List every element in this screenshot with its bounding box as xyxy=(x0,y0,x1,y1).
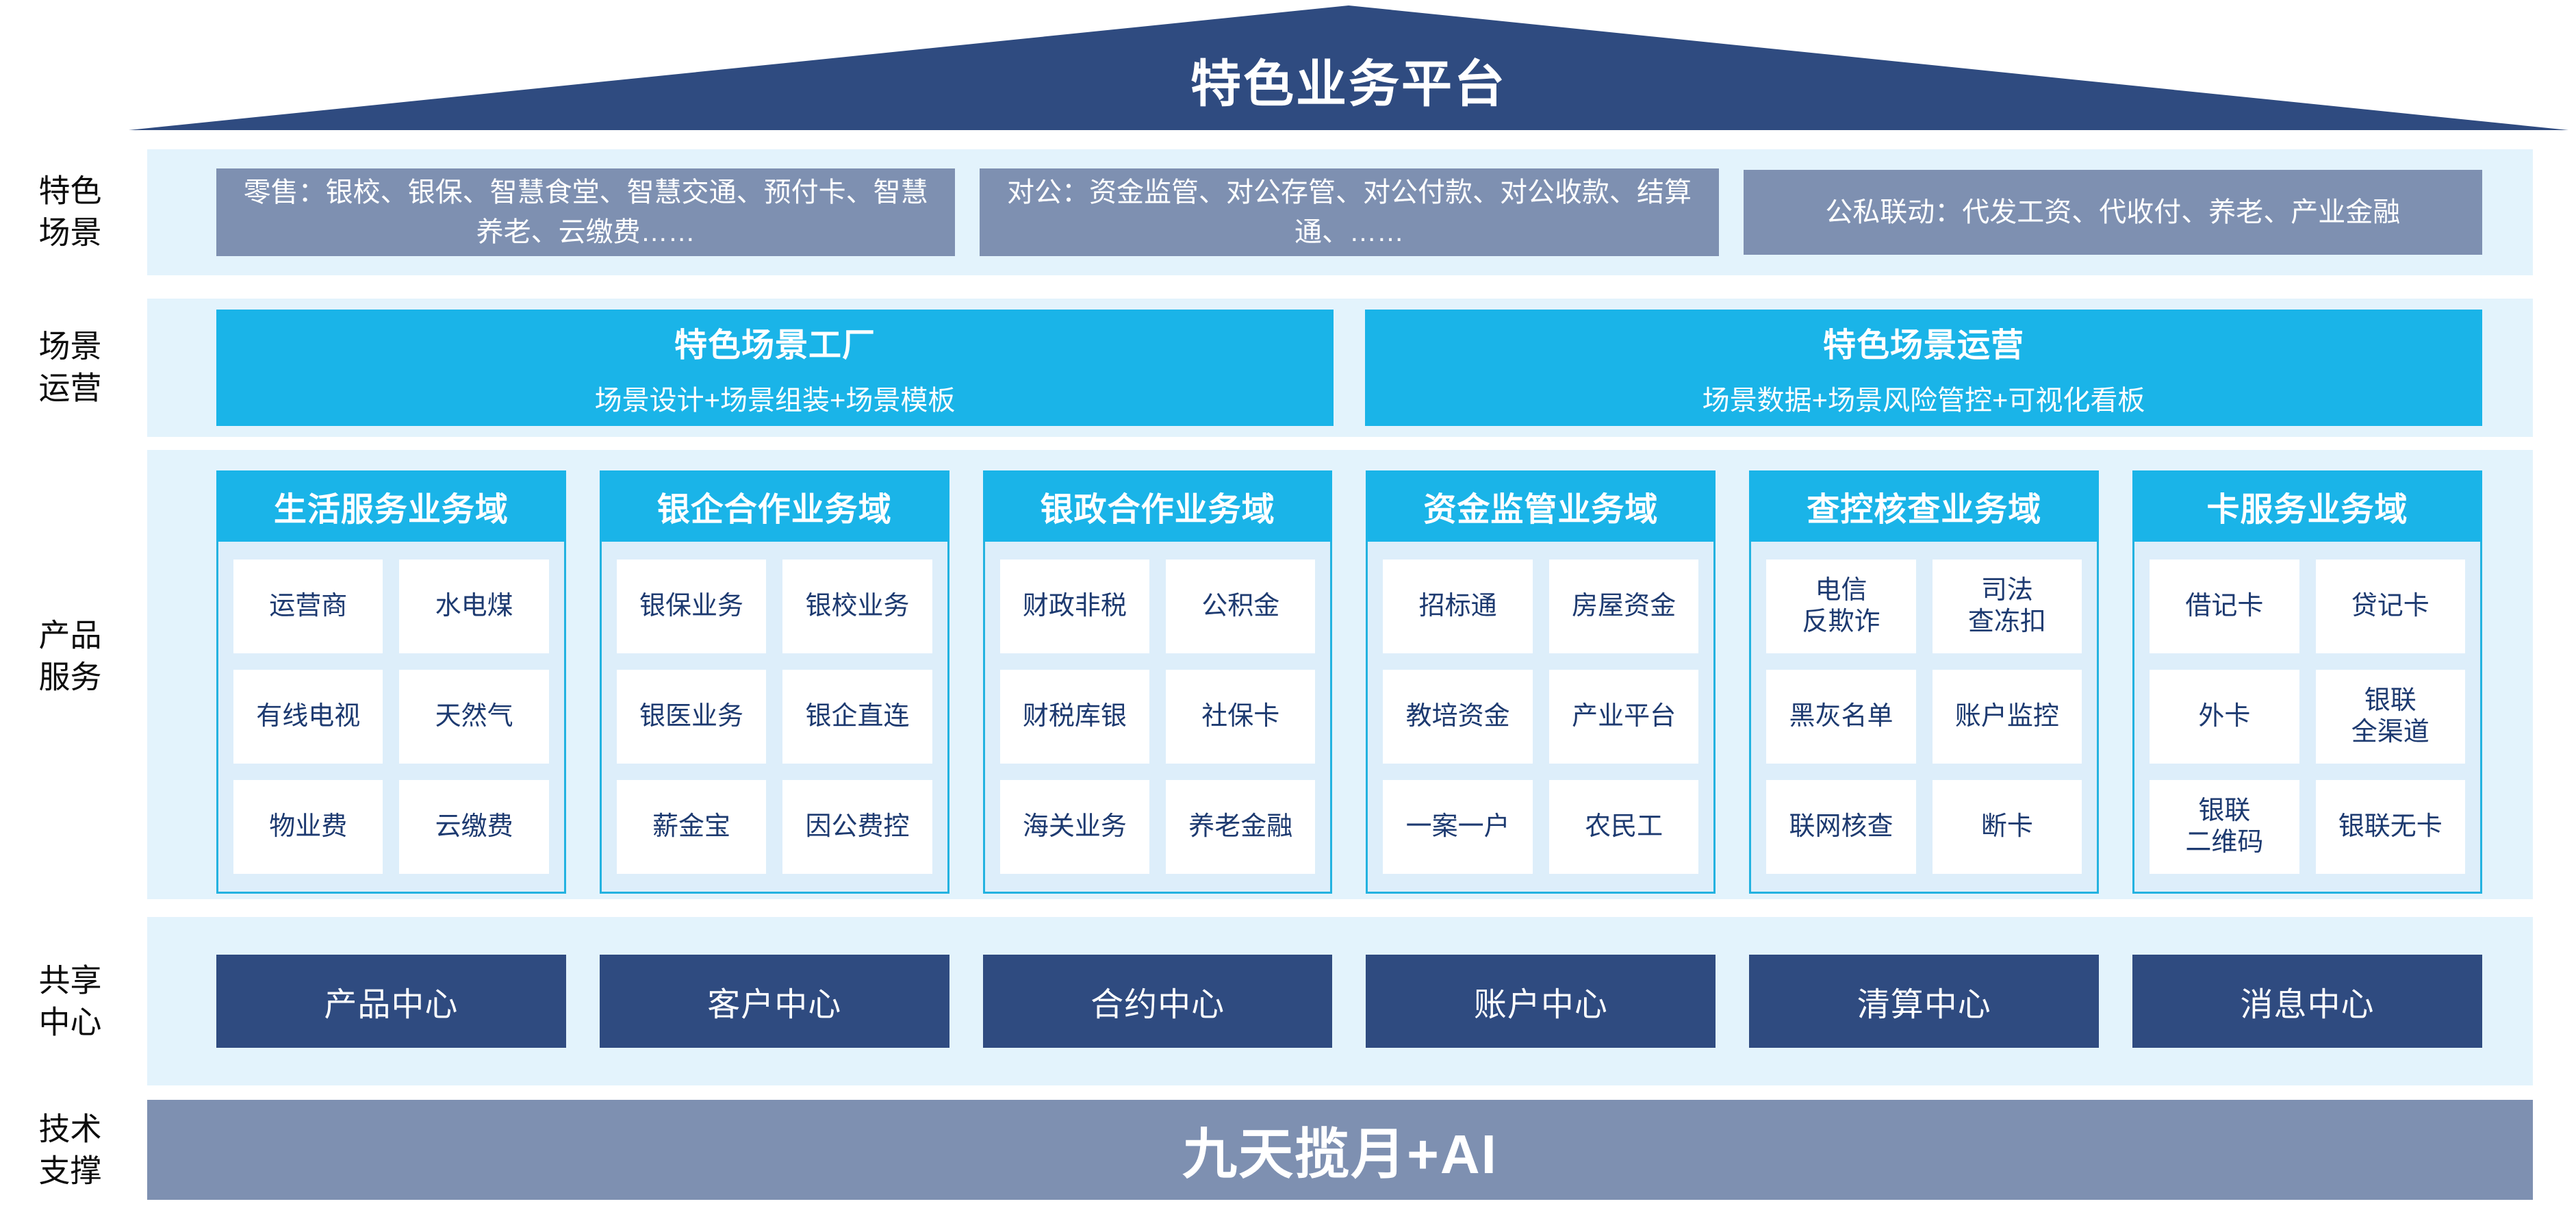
product-cell: 社保卡 xyxy=(1166,670,1316,764)
product-cell: 房屋资金 xyxy=(1548,560,1699,653)
product-cell: 海关业务 xyxy=(999,780,1150,874)
product-cell: 断卡 xyxy=(1932,780,2082,874)
domain-body: 财政非税 公积金 财税库银 社保卡 海关业务 养老金融 xyxy=(982,542,1333,894)
op-card-subtitle: 场景设计+场景组装+场景模板 xyxy=(594,386,956,416)
op-card-subtitle: 场景数据+场景风险管控+可视化看板 xyxy=(1702,386,2145,416)
product-cell: 一案一户 xyxy=(1383,780,1533,874)
domain-body: 招标通 房屋资金 教培资金 产业平台 一案一户 农民工 xyxy=(1366,542,1716,894)
domain-title: 查控核查业务域 xyxy=(1749,470,2100,542)
band-operations: 特色场景工厂 场景设计+场景组装+场景模板 特色场景运营 场景数据+场景风险管控… xyxy=(147,299,2533,437)
domain-card-services: 卡服务业务域 借记卡 贷记卡 外卡 银联 全渠道 银联 二维码 银联无卡 xyxy=(2132,470,2482,894)
product-cell: 银保业务 xyxy=(616,560,767,653)
product-cell: 银企直连 xyxy=(782,670,932,764)
product-cell: 银医业务 xyxy=(616,670,767,764)
product-cell: 银联 全渠道 xyxy=(2315,670,2465,764)
product-cell: 养老金融 xyxy=(1166,780,1316,874)
domain-life-services: 生活服务业务域 运营商 水电煤 有线电视 天然气 物业费 云缴费 xyxy=(216,470,566,894)
domain-bank-enterprise: 银企合作业务域 银保业务 银校业务 银医业务 银企直连 薪金宝 因公费控 xyxy=(599,470,949,894)
product-cell: 贷记卡 xyxy=(2315,560,2465,653)
product-cell: 招标通 xyxy=(1383,560,1533,653)
tech-support-bar: 九天揽月+AI xyxy=(147,1100,2533,1200)
center-box-customer: 客户中心 xyxy=(599,955,949,1048)
center-box-message: 消息中心 xyxy=(2132,955,2482,1048)
center-box-clearing: 清算中心 xyxy=(1749,955,2100,1048)
product-cell: 有线电视 xyxy=(233,670,383,764)
product-cell: 银联 二维码 xyxy=(2150,780,2299,874)
band-products: 生活服务业务域 运营商 水电煤 有线电视 天然气 物业费 云缴费 银企合作业务域… xyxy=(147,450,2533,899)
domain-title: 银企合作业务域 xyxy=(599,470,949,542)
row-label-centers: 共享 中心 xyxy=(38,962,102,1040)
product-cell: 天然气 xyxy=(399,670,549,764)
product-cell: 教培资金 xyxy=(1383,670,1533,764)
row-label-tech: 技术 支撑 xyxy=(38,1111,102,1188)
product-cell: 借记卡 xyxy=(2150,560,2299,653)
product-cell: 公积金 xyxy=(1166,560,1316,653)
domain-body: 银保业务 银校业务 银医业务 银企直连 薪金宝 因公费控 xyxy=(599,542,949,894)
domain-title: 卡服务业务域 xyxy=(2132,470,2482,542)
row-label-scenes: 特色 场景 xyxy=(38,173,102,250)
product-cell: 财政非税 xyxy=(999,560,1150,653)
row-label-operations: 场景 运营 xyxy=(38,328,102,405)
product-cell: 薪金宝 xyxy=(616,780,767,874)
center-box-contract: 合约中心 xyxy=(982,955,1333,1048)
product-cell: 银联无卡 xyxy=(2315,780,2465,874)
center-box-product: 产品中心 xyxy=(216,955,566,1048)
domain-body: 电信 反欺诈 司法 查冻扣 黑灰名单 账户监控 联网核查 断卡 xyxy=(1749,542,2100,894)
roof-banner: 特色业务平台 xyxy=(129,5,2568,130)
domain-inquiry-control: 查控核查业务域 电信 反欺诈 司法 查冻扣 黑灰名单 账户监控 联网核查 断卡 xyxy=(1749,470,2100,894)
product-cell: 产业平台 xyxy=(1548,670,1699,764)
product-cell: 农民工 xyxy=(1548,780,1699,874)
domain-fund-supervision: 资金监管业务域 招标通 房屋资金 教培资金 产业平台 一案一户 农民工 xyxy=(1366,470,1716,894)
product-cell: 账户监控 xyxy=(1932,670,2082,764)
product-cell: 因公费控 xyxy=(782,780,932,874)
op-card-title: 特色场景运营 xyxy=(1822,327,2024,364)
product-cell: 财税库银 xyxy=(999,670,1150,764)
row-label-products: 产品 服务 xyxy=(38,617,102,694)
domain-body: 借记卡 贷记卡 外卡 银联 全渠道 银联 二维码 银联无卡 xyxy=(2132,542,2482,894)
product-cell: 外卡 xyxy=(2150,670,2299,764)
domain-title: 资金监管业务域 xyxy=(1366,470,1716,542)
op-card-scene-factory: 特色场景工厂 场景设计+场景组装+场景模板 xyxy=(216,310,1334,426)
tech-support-text: 九天揽月+AI xyxy=(1182,1124,1498,1185)
product-cell: 联网核查 xyxy=(1766,780,1916,874)
product-cell: 电信 反欺诈 xyxy=(1766,560,1916,653)
op-card-scene-operation: 特色场景运营 场景数据+场景风险管控+可视化看板 xyxy=(1365,310,2482,426)
domain-bank-government: 银政合作业务域 财政非税 公积金 财税库银 社保卡 海关业务 养老金融 xyxy=(982,470,1333,894)
domain-title: 银政合作业务域 xyxy=(982,470,1333,542)
product-cell: 云缴费 xyxy=(399,780,549,874)
product-cell: 运营商 xyxy=(233,560,383,653)
product-cell: 银校业务 xyxy=(782,560,932,653)
page-title: 特色业务平台 xyxy=(1190,55,1507,112)
product-cell: 司法 查冻扣 xyxy=(1932,560,2082,653)
scene-box-retail: 零售：银校、银保、智慧食堂、智慧交通、预付卡、智慧养老、云缴费…… xyxy=(216,168,956,256)
band-scenes: 零售：银校、银保、智慧食堂、智慧交通、预付卡、智慧养老、云缴费…… 对公：资金监… xyxy=(147,149,2533,275)
scene-box-public-private: 公私联动：代发工资、代收付、养老、产业金融 xyxy=(1743,170,2482,255)
domain-title: 生活服务业务域 xyxy=(216,470,566,542)
band-centers: 产品中心 客户中心 合约中心 账户中心 清算中心 消息中心 xyxy=(147,917,2533,1085)
center-box-account: 账户中心 xyxy=(1366,955,1716,1048)
scene-box-corporate: 对公：资金监管、对公存管、对公付款、对公收款、结算通、…… xyxy=(980,168,1719,256)
domain-body: 运营商 水电煤 有线电视 天然气 物业费 云缴费 xyxy=(216,542,566,894)
product-cell: 水电煤 xyxy=(399,560,549,653)
product-cell: 黑灰名单 xyxy=(1766,670,1916,764)
op-card-title: 特色场景工厂 xyxy=(674,327,876,364)
product-cell: 物业费 xyxy=(233,780,383,874)
